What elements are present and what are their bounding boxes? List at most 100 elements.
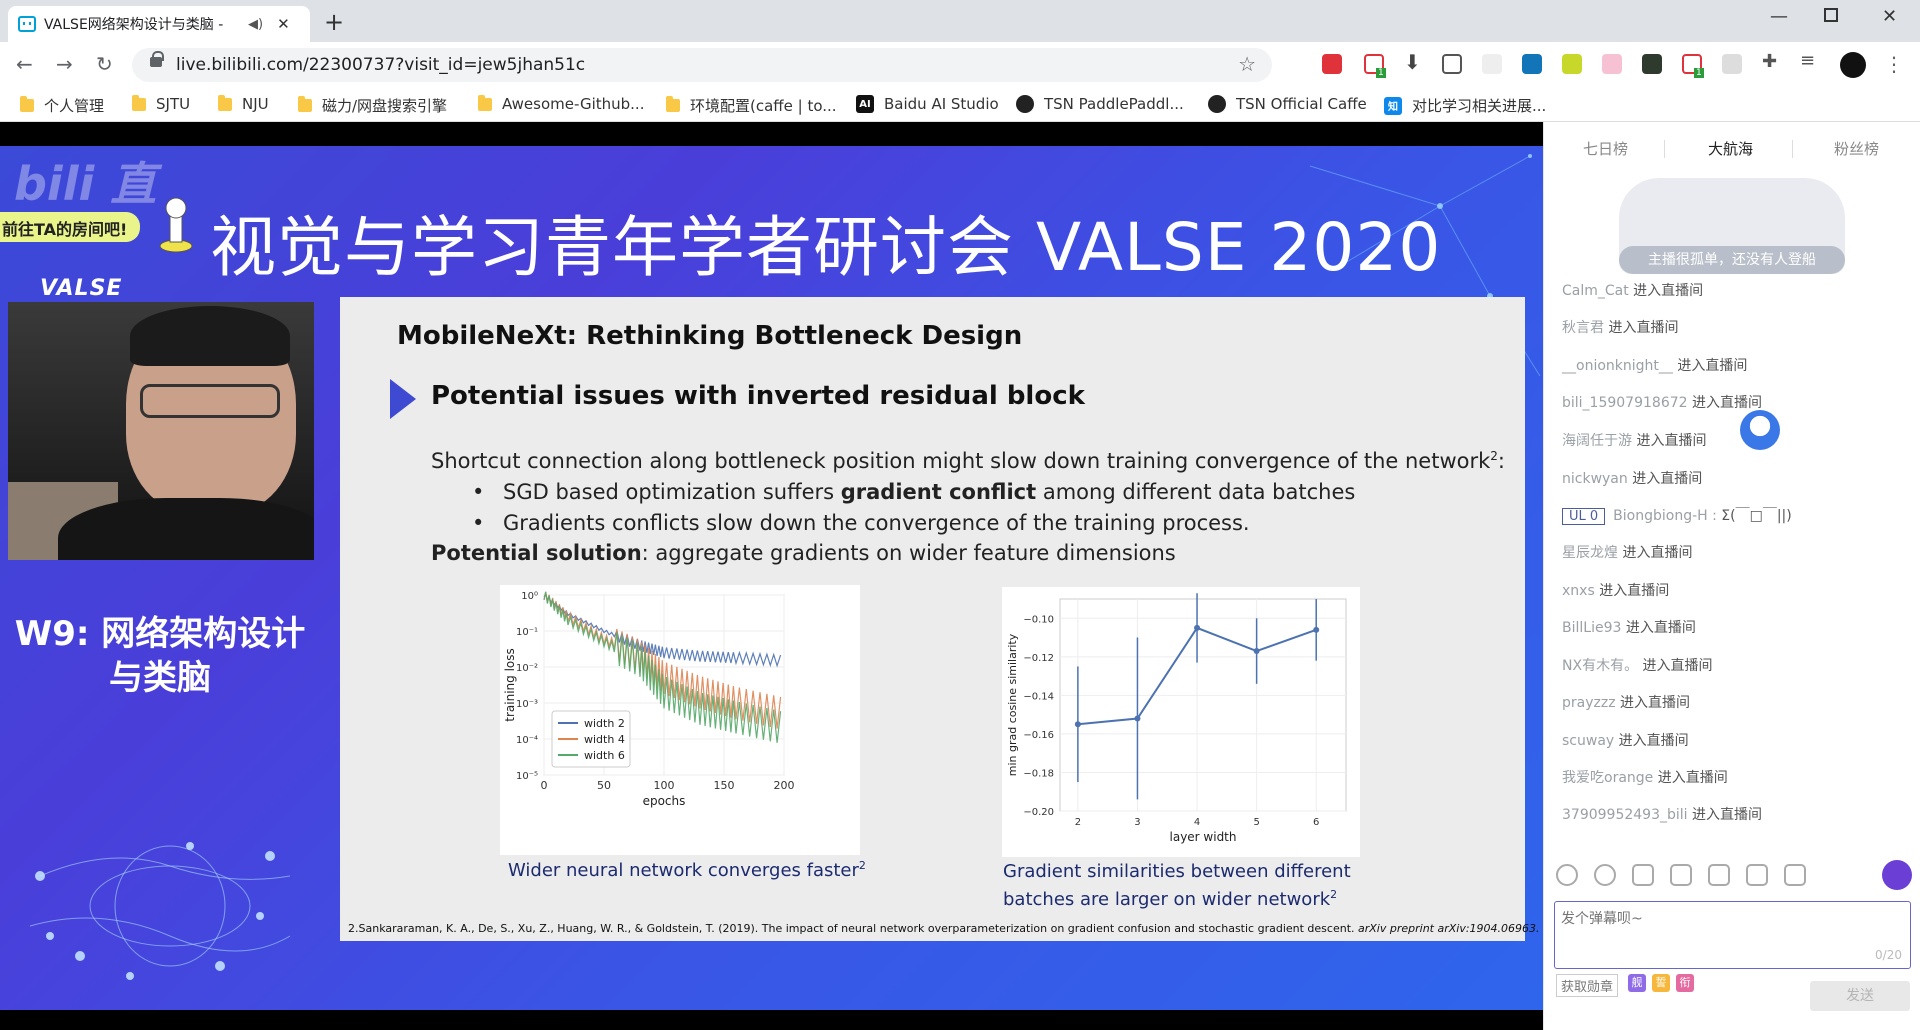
speaker-icon[interactable]: ◀) <box>248 16 264 32</box>
tab-title: VALSE网络架构设计与类脑 - <box>44 17 224 33</box>
mascot-avatar-icon[interactable] <box>1740 410 1780 450</box>
get-medal-button[interactable]: 获取勋章 <box>1556 974 1619 997</box>
y-tick-label: 10⁻³ <box>516 699 538 710</box>
chat-user[interactable]: scuway <box>1562 733 1615 749</box>
x-tick-label: 3 <box>1134 817 1140 828</box>
y-tick-label: 10⁻⁵ <box>516 771 538 782</box>
close-tab-icon[interactable]: ✕ <box>277 15 290 33</box>
speaker-body <box>58 498 314 560</box>
lock-icon[interactable] <box>150 51 164 67</box>
extension-icon[interactable] <box>1682 54 1702 74</box>
x-tick-label: 200 <box>774 779 795 792</box>
y-tick-label: −0.16 <box>1023 730 1054 741</box>
danmaku-input-box: 0/20 <box>1554 901 1911 969</box>
chat-user[interactable]: 37909952493_bili <box>1562 807 1688 823</box>
back-icon[interactable]: ← <box>16 52 33 76</box>
solution-bold: Potential solution <box>431 541 642 565</box>
bookmark-item[interactable]: Awesome-Github... <box>478 94 644 113</box>
extension-icon[interactable] <box>1322 54 1342 74</box>
url-text[interactable]: live.bilibili.com/22300737?visit_id=jew5… <box>176 55 586 75</box>
badge-icon[interactable]: 舰 <box>1628 974 1646 992</box>
chat-text: Σ(￣□￣||) <box>1721 508 1792 524</box>
bookmark-item[interactable]: 个人管理 <box>20 95 104 116</box>
reload-icon[interactable]: ↻ <box>96 52 113 76</box>
extension-icon[interactable] <box>1522 54 1542 74</box>
chat-user[interactable]: nickwyan <box>1562 471 1628 487</box>
edit-screen-icon[interactable] <box>1746 864 1768 886</box>
screen-icon[interactable] <box>1670 864 1692 886</box>
chat-user[interactable]: Biongbiong-H : <box>1613 508 1722 524</box>
window-close-icon[interactable]: ✕ <box>1882 6 1898 27</box>
extension-icon[interactable] <box>1442 54 1462 74</box>
chat-user[interactable]: bili_15907918672 <box>1562 395 1688 411</box>
presentation-slide: MobileNeXt: Rethinking Bottleneck Design… <box>340 297 1540 941</box>
emoji-icon[interactable] <box>1556 864 1578 886</box>
bookmark-item[interactable]: 环境配置(caffe | to... <box>666 95 837 116</box>
y-tick-label: −0.20 <box>1023 807 1054 818</box>
github-icon <box>1016 95 1034 113</box>
badge-icon[interactable]: 誓 <box>1652 974 1670 992</box>
settings-screen-icon[interactable] <box>1784 864 1806 886</box>
minimize-icon[interactable]: — <box>1770 6 1788 27</box>
screen-icon[interactable] <box>1708 864 1730 886</box>
gift-icon[interactable] <box>1632 864 1654 886</box>
chat-user[interactable]: 海阔任于游 <box>1562 433 1632 449</box>
list-item: 海阔任于游 进入直播间 <box>1562 430 1706 450</box>
live-video-player[interactable]: bili 直 前往TA的房间吧! VALSE 视觉与学习青年学者研讨会 VALS… <box>0 122 1543 1030</box>
chat-user[interactable]: __onionknight__ <box>1562 358 1673 374</box>
bookmark-item[interactable]: TSN Official Caffe <box>1208 95 1367 113</box>
x-tick-label: 0 <box>541 779 548 792</box>
hand-pointer-icon <box>159 197 193 253</box>
badge-icon[interactable]: 衔 <box>1676 974 1694 992</box>
tab-seven-day-rank[interactable]: 七日榜 <box>1583 140 1629 158</box>
chat-user[interactable]: BillLie93 <box>1562 620 1622 636</box>
browser-tab[interactable]: VALSE网络架构设计与类脑 - ◀) ✕ <box>8 6 310 42</box>
chat-bubble-icon[interactable] <box>1882 860 1912 890</box>
extension-icon[interactable] <box>1562 54 1582 74</box>
playlist-icon[interactable]: ≡ <box>1800 50 1816 71</box>
go-to-room-button[interactable]: 前往TA的房间吧! <box>0 212 140 242</box>
bookmark-star-icon[interactable]: ☆ <box>1238 52 1256 76</box>
extension-icon[interactable] <box>1602 54 1622 74</box>
address-bar[interactable]: live.bilibili.com/22300737?visit_id=jew5… <box>132 48 1272 82</box>
chat-user[interactable]: 我爱吃orange <box>1562 770 1654 786</box>
puzzle-icon[interactable]: ✚ <box>1762 51 1778 72</box>
bookmark-item[interactable]: TSN PaddlePaddl... <box>1016 95 1184 113</box>
legend-label: width 2 <box>584 717 625 730</box>
extension-icon[interactable] <box>1642 54 1662 74</box>
chat-user[interactable]: prayzzz <box>1562 695 1616 711</box>
chat-user[interactable]: xnxs <box>1562 583 1595 599</box>
chat-action: 进入直播间 <box>1614 733 1689 749</box>
bookmark-item[interactable]: 磁力/网盘搜索引擎 <box>298 95 447 116</box>
x-tick-label: 50 <box>597 779 611 792</box>
forward-icon[interactable]: → <box>56 52 73 76</box>
folder-icon <box>666 96 680 112</box>
tab-fan-rank[interactable]: 粉丝榜 <box>1834 140 1880 158</box>
bookmark-item[interactable]: 知对比学习相关进展... <box>1384 95 1546 116</box>
new-tab-button[interactable]: + <box>324 8 345 36</box>
danmaku-input[interactable] <box>1561 908 1901 948</box>
menu-icon[interactable]: ⋮ <box>1884 52 1904 76</box>
bookmark-item[interactable]: NJU <box>218 94 269 113</box>
chat-user[interactable]: NX有木有。 <box>1562 658 1639 674</box>
send-button[interactable]: 发送 <box>1810 981 1910 1011</box>
y-tick-label: 10⁰ <box>521 591 538 602</box>
palette-icon[interactable] <box>1594 864 1616 886</box>
session-title-line: W9: 网络架构设计 <box>14 614 306 654</box>
footnote-marker: 2 <box>858 859 866 872</box>
chat-user[interactable]: 星辰龙煌 <box>1562 545 1618 561</box>
x-tick-label: 5 <box>1253 817 1259 828</box>
extension-icon[interactable] <box>1722 54 1742 74</box>
list-item: 星辰龙煌 进入直播间 <box>1562 542 1692 562</box>
chat-user[interactable]: 秋言君 <box>1562 320 1604 336</box>
download-icon[interactable]: ⬇ <box>1404 50 1421 74</box>
chat-user[interactable]: Calm_Cat <box>1562 283 1629 299</box>
tab-guard[interactable]: 大航海 <box>1708 140 1754 158</box>
conference-title: 视觉与学习青年学者研讨会 VALSE 2020 <box>210 209 1442 286</box>
bookmark-item[interactable]: SJTU <box>132 94 190 113</box>
restore-icon[interactable] <box>1824 8 1838 22</box>
extension-icon[interactable] <box>1482 54 1502 74</box>
avatar[interactable] <box>1840 52 1866 78</box>
fan-medal-badge[interactable]: UL 0 <box>1562 508 1606 525</box>
